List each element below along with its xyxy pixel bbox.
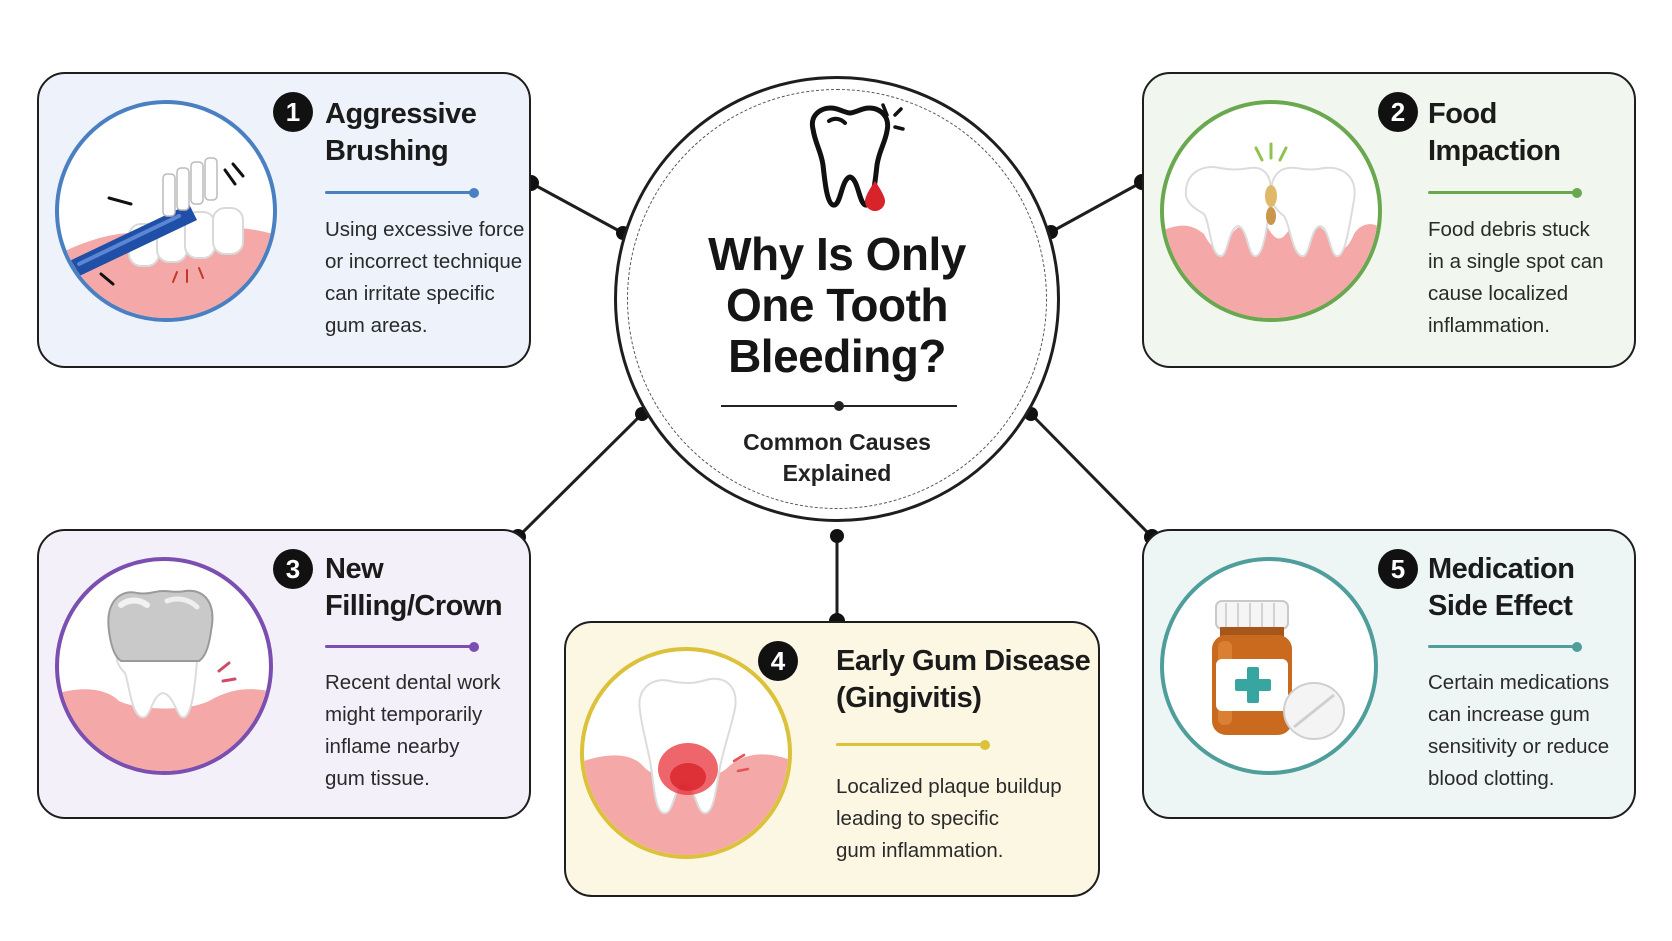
cause-title: New Filling/Crown [325,551,503,625]
cause-title: Food Impaction [1428,96,1561,170]
cause-title-line: Food [1428,98,1497,130]
cause-number-badge: 4 [758,641,798,681]
cause-card-food-impaction: 2 Food Impaction Food debris stuck in a … [1142,72,1636,368]
cause-title-line: Early Gum Disease [836,645,1091,677]
connector-3 [516,412,644,539]
description-line: sensitivity or reduce [1428,735,1610,758]
description-line: can irritate specific [325,282,495,305]
description-line: might temporarily [325,703,483,726]
cause-card-new-filling-crown: 3 New Filling/Crown Recent dental work m… [37,529,531,819]
title-line: Why Is Only [708,228,966,280]
description-line: can increase gum [1428,703,1590,726]
cause-title-line: Brushing [325,135,449,167]
center-inner-ring [627,89,1047,509]
cause-number-badge: 2 [1378,92,1418,132]
subtitle-line: Common Causes [743,429,931,455]
cause-title: Aggressive Brushing [325,96,477,170]
description-line: cause localized [1428,282,1569,305]
cause-number-badge: 5 [1378,549,1418,589]
cause-divider [325,641,479,652]
connector-2 [1050,180,1143,234]
cause-description: Certain medications can increase gum sen… [1428,667,1609,795]
center-hub: Why Is Only One Tooth Bleeding? Common C… [614,76,1060,522]
cause-description: Recent dental work might temporarily inf… [325,667,500,795]
connector-1 [530,181,624,235]
crown-icon [55,557,273,775]
description-line: Food debris stuck [1428,218,1590,241]
medication-bottle-icon [1160,557,1378,775]
cause-divider [836,739,990,750]
description-line: inflame nearby [325,735,460,758]
page-title: Why Is Only One Tooth Bleeding? [617,229,1057,382]
description-line: gum tissue. [325,767,430,790]
cause-title: Early Gum Disease (Gingivitis) [836,643,1091,717]
cause-card-aggressive-brushing: 1 Aggressive Brushing Using excessive fo… [37,72,531,368]
page-subtitle: Common Causes Explained [617,427,1057,489]
center-divider [721,401,957,411]
description-line: gum inflammation. [836,839,1004,862]
title-line: One Tooth [725,279,949,331]
gingivitis-tooth-icon [580,647,792,859]
cause-divider [325,187,479,198]
cause-title-line: Aggressive [325,98,477,130]
tooth-bleeding-icon [809,103,905,211]
cause-title-line: Impaction [1428,135,1561,167]
cause-description: Using excessive force or incorrect techn… [325,214,524,342]
description-line: gum areas. [325,314,428,337]
description-line: in a single spot can [1428,250,1604,273]
cause-title-line: Filling/Crown [325,590,503,622]
food-impaction-icon [1160,100,1382,322]
cause-title-line: Medication [1428,553,1575,585]
connector-5 [1029,412,1154,539]
cause-divider [1428,187,1582,198]
toothbrush-icon [55,100,277,322]
description-line: leading to specific [836,807,999,830]
description-line: blood clotting. [1428,767,1555,790]
cause-number-badge: 3 [273,549,313,589]
description-line: Certain medications [1428,671,1610,694]
description-line: Recent dental work [325,671,501,694]
cause-title-line: (Gingivitis) [836,682,982,714]
subtitle-line: Explained [782,460,892,486]
cause-card-early-gum-disease: 4 Early Gum Disease (Gingivitis) Localiz… [564,621,1100,897]
cause-title-line: New [325,553,384,585]
cause-number-badge: 1 [273,92,313,132]
description-line: Using excessive force [325,218,525,241]
cause-divider [1428,641,1582,652]
cause-description: Food debris stuck in a single spot can c… [1428,214,1604,342]
description-line: or incorrect technique [325,250,523,273]
description-line: Localized plaque buildup [836,775,1062,798]
description-line: inflammation. [1428,314,1550,337]
cause-title-line: Side Effect [1428,590,1573,622]
cause-title: Medication Side Effect [1428,551,1575,625]
cause-description: Localized plaque buildup leading to spec… [836,771,1062,867]
title-line: Bleeding? [728,330,946,382]
cause-card-medication-side-effect: 5 Medication Side Effect Certain medicat… [1142,529,1636,819]
